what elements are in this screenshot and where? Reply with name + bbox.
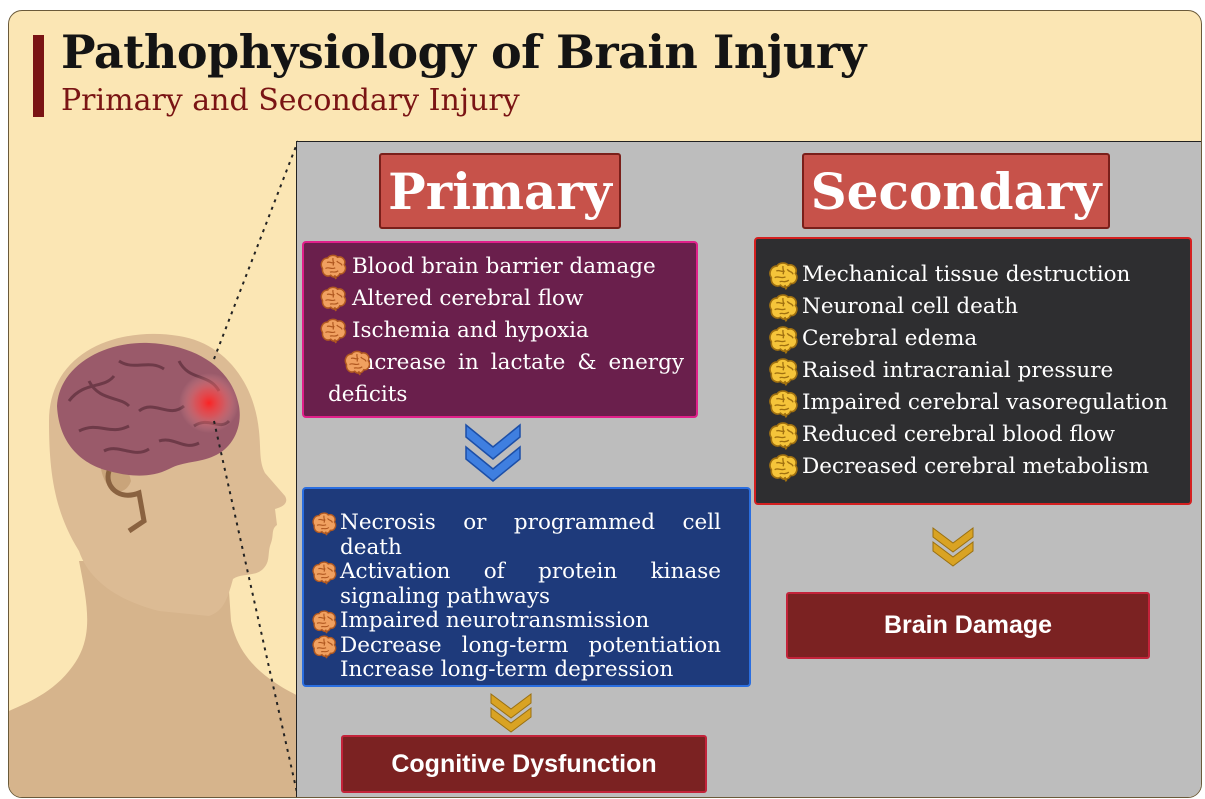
- brain-icon: [766, 325, 800, 355]
- list-item: Raised intracranial pressure: [762, 355, 1180, 387]
- item-text: Ischemia and hypoxia: [352, 318, 589, 343]
- brain-icon: [318, 349, 348, 377]
- brain-icon: [766, 389, 800, 419]
- primary-items-list: Blood brain barrier damage Altered cereb…: [312, 251, 684, 411]
- list-item: Decrease long-term potentiation: [312, 634, 721, 659]
- brain-icon: [310, 609, 338, 635]
- brain-icon: [766, 453, 800, 483]
- item-text: Reduced cerebral blood flow: [802, 422, 1115, 447]
- brain-icon: [310, 560, 338, 586]
- item-text: Increase long-term depression: [340, 657, 673, 682]
- brain-icon: [766, 293, 800, 323]
- brain-icon: [310, 634, 338, 660]
- brain-damage-outcome: Brain Damage: [786, 592, 1150, 659]
- brain-icon: [766, 357, 800, 387]
- brain-icon: [766, 421, 800, 451]
- list-item: Necrosis or programmed cell death: [312, 511, 721, 560]
- list-item: Impaired neurotransmission: [312, 609, 721, 634]
- list-item: Ischemia and hypoxia: [312, 315, 684, 347]
- primary-heading: Primary: [379, 153, 621, 229]
- item-text: Neuronal cell death: [802, 294, 1018, 319]
- secondary-injury-box: Mechanical tissue destruction Neuronal c…: [754, 237, 1192, 505]
- zoom-lines: [9, 11, 309, 797]
- item-text: Mechanical tissue destruction: [802, 262, 1130, 287]
- brain-icon: [310, 511, 338, 537]
- item-text: Decreased cerebral metabolism: [802, 454, 1149, 479]
- list-item: Reduced cerebral blood flow: [762, 419, 1180, 451]
- item-text: Activation of protein kinase signaling p…: [340, 559, 721, 609]
- brain-icon: [766, 261, 800, 291]
- item-text: Raised intracranial pressure: [802, 358, 1113, 383]
- item-text: Decrease long-term potentiation: [340, 633, 721, 658]
- list-item: Decreased cerebral metabolism: [762, 451, 1180, 483]
- primary-consequence-box: Necrosis or programmed cell death Activa…: [302, 487, 751, 687]
- item-text: Impaired neurotransmission: [340, 608, 649, 633]
- list-item: Increase in lactate & energy deficits: [312, 347, 684, 411]
- item-text: Cerebral edema: [802, 326, 977, 351]
- list-item: Impaired cerebral vasoregulation: [762, 387, 1180, 419]
- consequence-items-list: Necrosis or programmed cell death Activa…: [312, 511, 721, 683]
- item-text: Blood brain barrier damage: [352, 254, 656, 279]
- brain-icon: [318, 253, 348, 281]
- secondary-items-list: Mechanical tissue destruction Neuronal c…: [762, 259, 1180, 483]
- list-item: Cerebral edema: [762, 323, 1180, 355]
- double-chevron-down-icon: [462, 421, 524, 485]
- item-text: Necrosis or programmed cell death: [340, 510, 721, 560]
- double-chevron-down-icon: [930, 525, 976, 569]
- primary-injury-box: Blood brain barrier damage Altered cereb…: [302, 241, 698, 418]
- double-chevron-down-icon: [488, 691, 534, 735]
- list-item: Neuronal cell death: [762, 291, 1180, 323]
- item-text: Altered cerebral flow: [352, 286, 583, 311]
- brain-icon: [318, 285, 348, 313]
- list-item: Mechanical tissue destruction: [762, 259, 1180, 291]
- cognitive-dysfunction-outcome: Cognitive Dysfunction: [341, 735, 707, 793]
- list-item: Blood brain barrier damage: [312, 251, 684, 283]
- list-item: Altered cerebral flow: [312, 283, 684, 315]
- item-text: Impaired cerebral vasoregulation: [802, 390, 1168, 415]
- secondary-heading: Secondary: [802, 153, 1110, 229]
- list-item: Activation of protein kinase signaling p…: [312, 560, 721, 609]
- infographic-frame: Pathophysiology of Brain Injury Primary …: [8, 10, 1202, 798]
- item-text: Increase in lactate & energy deficits: [328, 350, 684, 407]
- brain-icon: [318, 317, 348, 345]
- list-item: Increase long-term depression: [312, 658, 721, 683]
